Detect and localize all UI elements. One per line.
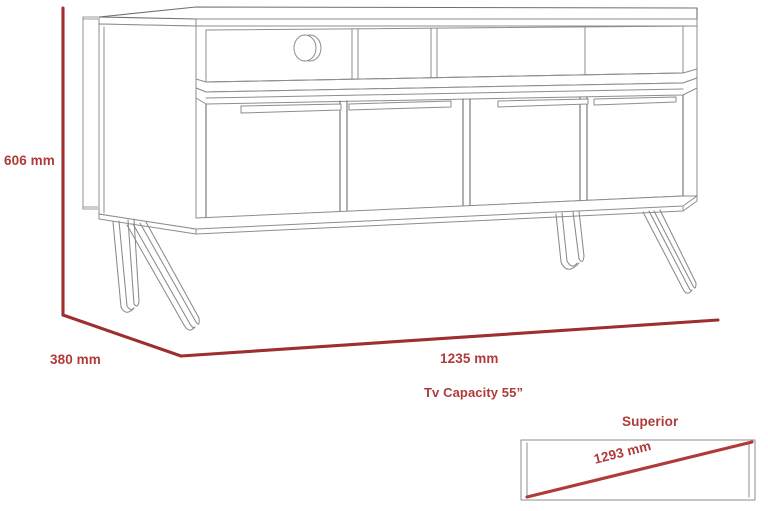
height-dimension-label: 606 mm <box>4 153 55 168</box>
bottom-board <box>98 195 698 235</box>
tv-capacity-label: Tv Capacity 55” <box>424 385 524 400</box>
superior-top-view <box>520 439 756 501</box>
top-board <box>98 6 698 27</box>
depth-dimension-label: 380 mm <box>50 352 101 367</box>
door-top-rail <box>195 77 698 105</box>
drawer-knob <box>293 34 322 62</box>
superior-diagonal-line <box>525 440 754 499</box>
left-side-panel <box>98 23 197 230</box>
right-side-panel <box>682 25 698 197</box>
height-extension-bracket <box>82 16 98 210</box>
depth-dimension-line <box>61 313 183 358</box>
tv-stand-illustration <box>98 6 698 331</box>
door-handles <box>240 96 677 114</box>
superior-view-title: Superior <box>622 414 679 429</box>
width-dimension-label: 1235 mm <box>440 351 499 366</box>
hairpin-legs <box>112 209 697 331</box>
red-dimension-lines <box>61 6 720 358</box>
width-dimension-line <box>179 318 720 358</box>
upper-shelf-compartment <box>195 25 698 93</box>
